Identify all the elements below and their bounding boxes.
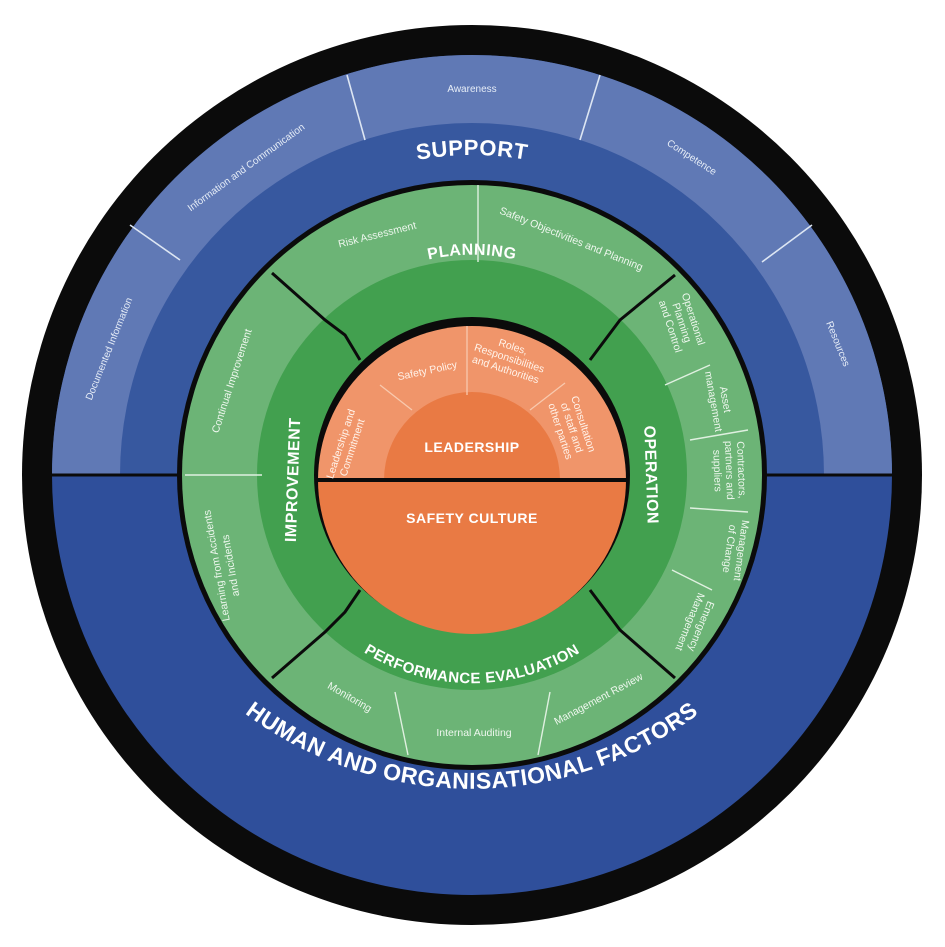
improvement-title: IMPROVEMENT [283,417,304,542]
green-item-dividers [185,185,749,756]
green-section-separators [271,271,676,680]
operation-title: OPERATION [640,425,660,524]
performance-item-internal-auditing: Internal Auditing [436,727,511,739]
svg-text:Contractors,: Contractors, [734,441,748,499]
support-item-awareness: Awareness [447,84,496,95]
support-title: SUPPORT [414,135,530,165]
safety-culture-half [318,480,626,634]
svg-text:partners and: partners and [722,441,736,500]
leadership-item-dividers [379,326,566,411]
support-dividers [129,74,813,263]
svg-text:suppliers: suppliers [710,450,723,492]
safety-culture-title: SAFETY CULTURE [406,510,538,526]
leadership-core [384,392,560,480]
svg-text:Asset: Asset [717,386,733,414]
operation-item-contractors: Contractors, partners and suppliers [710,441,748,500]
leadership-title: LEADERSHIP [424,439,519,455]
